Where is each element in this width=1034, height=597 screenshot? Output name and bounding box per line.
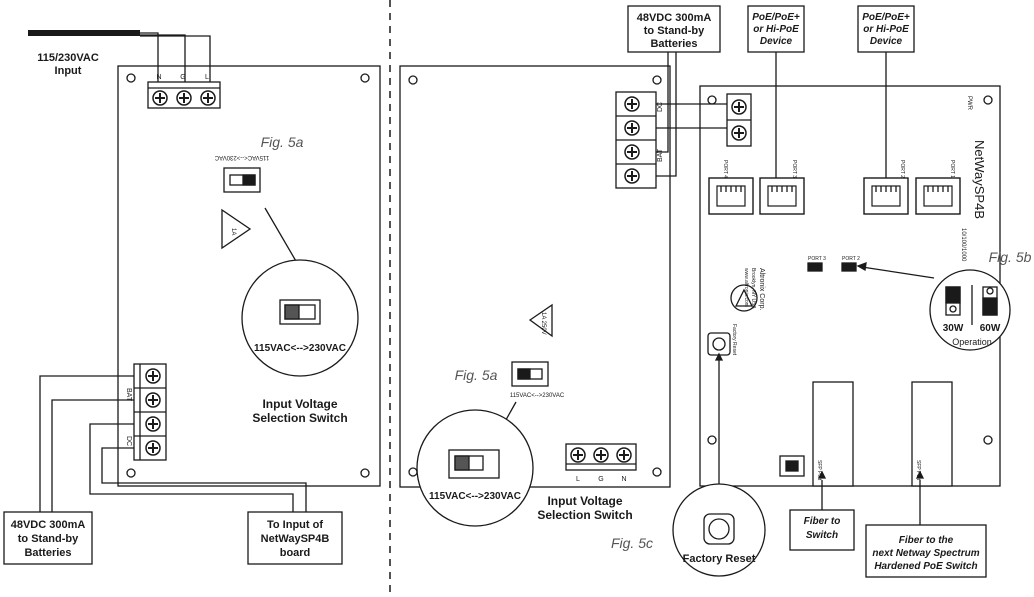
ac-input-label-1: 115/230VAC [37, 52, 99, 64]
switch-small-label: 115VAC<-->230VAC [510, 393, 565, 399]
poe-device-box-2 [857, 5, 915, 53]
fiber-1-line-1: Fiber to [804, 516, 841, 527]
sfp-label: SFP Port [816, 460, 822, 481]
fig-5b-label: Fig. 5b [989, 249, 1032, 265]
port-label: PORT 2 [899, 160, 905, 178]
rj45-port-1[interactable] [915, 177, 961, 215]
bat-label: BAT [657, 148, 664, 162]
fig-5c-label: Fig. 5c [611, 535, 653, 551]
port-label: PORT 4 [722, 160, 728, 178]
terminal-label: G [180, 74, 185, 81]
terminal-screw [200, 90, 216, 106]
board-title: NetWaySP4B [972, 140, 987, 219]
pwr-label: PWR [966, 96, 972, 111]
sfp-port-2[interactable] [911, 381, 953, 487]
jumper-port-3[interactable] [807, 262, 823, 272]
battery-box-line-2: to Stand-by [644, 25, 705, 37]
terminal-label: L [205, 74, 209, 81]
poe-device-2-line-2: or Hi-PoE [863, 24, 909, 35]
company-city: Brooklyn, NY USA [750, 268, 756, 309]
fuse-label: 1A [230, 228, 236, 235]
terminal-label: N [156, 74, 161, 81]
ac-input-label-2: Input [55, 65, 82, 77]
terminal-label: N [621, 476, 626, 483]
fiber-to-switch-box [789, 509, 855, 551]
fiber-2-line-2: next Netway Spectrum [872, 548, 979, 559]
netway-board [672, 5, 1011, 578]
poe-device-1-line-2: or Hi-PoE [753, 24, 799, 35]
fuse-label: 1A 250V [540, 312, 546, 335]
battery-box-line-1: 48VDC 300mA [637, 12, 712, 24]
fiber-2-line-3: Hardened PoE Switch [874, 561, 977, 572]
board-input-box [247, 511, 343, 565]
poe-device-box-1 [747, 5, 805, 53]
jumper-caption: Operation [952, 337, 992, 347]
battery-box-line-1: 48VDC 300mA [11, 519, 86, 531]
factory-reset-small-label: Factory Reset [731, 324, 737, 356]
altronix-logo-icon [730, 284, 758, 312]
zoom-switch-label: 115VAC<-->230VAC [254, 343, 346, 354]
middle-battery-box [627, 5, 721, 53]
factory-reset-button-small[interactable] [707, 332, 731, 356]
middle-panel [399, 5, 727, 527]
board-box-line-1: To Input of [267, 519, 323, 531]
caption-line-1: Input Voltage [547, 494, 622, 508]
zoom-switch-label: 115VAC<-->230VAC [429, 491, 521, 502]
poe-device-2-line-3: Device [870, 36, 903, 47]
poe-device-1-line-3: Device [760, 36, 793, 47]
rj45-port-2[interactable] [863, 177, 909, 215]
battery-box-line-2: to Stand-by [18, 533, 79, 545]
company-name: Altronix Corp. [758, 268, 765, 310]
left-power-supply-board [117, 65, 381, 487]
terminal-label: L [576, 476, 580, 483]
left-panel [3, 30, 381, 565]
dc-label: DC [125, 436, 132, 446]
sfp-label: SFP Port [915, 460, 921, 481]
board-model: 10/100/1000 [960, 228, 966, 262]
fiber-2-line-1: Fiber to the [899, 535, 954, 546]
fiber-1-line-2: Switch [806, 530, 838, 541]
jumper-label: PORT 2 [842, 256, 860, 262]
battery-box-line-3: Batteries [650, 38, 697, 50]
sfp-port-1[interactable] [812, 381, 854, 487]
port-label: PORT 1 [949, 160, 955, 178]
switch-small-label: 115VAC<-->230VAC [214, 154, 269, 160]
board-box-line-2: NetWaySP4B [261, 533, 330, 545]
jumper-option-60w: 60W [980, 323, 1001, 334]
middle-power-supply-board [399, 65, 671, 488]
bat-label: BAT [125, 388, 132, 402]
terminal-screw [152, 90, 168, 106]
rj45-port-4[interactable] [708, 177, 754, 215]
fuse-icon [221, 208, 252, 250]
rj45-port-3[interactable] [759, 177, 805, 215]
caption-line-1: Input Voltage [262, 397, 337, 411]
fuse-icon [528, 303, 553, 338]
caption-line-2: Selection Switch [537, 508, 632, 522]
poe-device-1-line-1: PoE/PoE+ [752, 12, 800, 23]
fig-5a-label: Fig. 5a [455, 367, 498, 383]
factory-reset-label: Factory Reset [683, 553, 756, 565]
caption-line-2: Selection Switch [252, 411, 347, 425]
board-box-line-3: board [280, 547, 311, 559]
company-url: www.altronix.com [743, 268, 749, 307]
battery-box-line-3: Batteries [24, 547, 71, 559]
poe-device-2-line-1: PoE/PoE+ [862, 12, 910, 23]
dc-label: DC [657, 102, 664, 112]
terminal-label: G [598, 476, 603, 483]
fiber-next-switch-box [865, 524, 987, 578]
jumper-label: PORT 3 [808, 256, 826, 262]
port-label: PORT 3 [791, 160, 797, 178]
jumper-port-2[interactable] [841, 262, 857, 272]
fig-5a-label: Fig. 5a [261, 134, 304, 150]
jumper-option-30w: 30W [943, 323, 964, 334]
terminal-screw [176, 90, 192, 106]
left-battery-box [3, 511, 93, 565]
